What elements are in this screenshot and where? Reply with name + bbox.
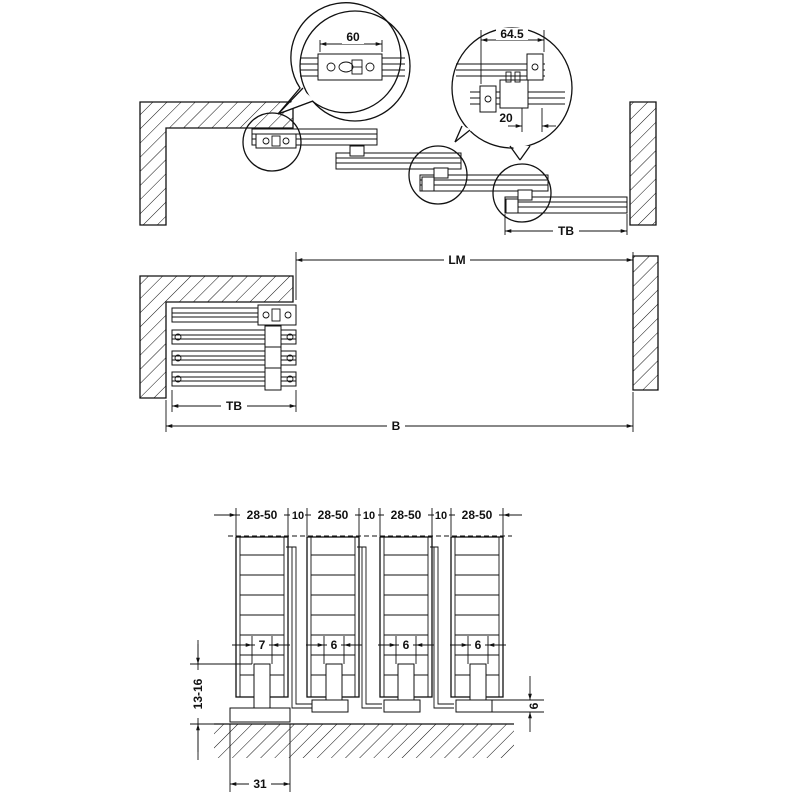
dim-panel-width-3: 28-50 (391, 508, 422, 522)
dim-base-width-label: 31 (253, 777, 267, 791)
detail-circle-a (242, 112, 302, 172)
detail-b-hardware (421, 176, 435, 192)
dim-b: B (165, 392, 634, 433)
callout-bubble-64-5: 64.5 20 (451, 27, 573, 161)
dim-tb-top: TB (504, 214, 628, 238)
dim-panel-width-1: 28-50 (247, 508, 278, 522)
detail-circle-b (408, 145, 468, 205)
section-panel-1 (229, 536, 291, 723)
dim-height-13-16: 13-16 (190, 640, 252, 760)
dim-tb-plan: TB (171, 390, 297, 413)
top-view-extended: 60 (139, 2, 657, 238)
plan-view-parked: LM TB B (139, 252, 659, 433)
detail-c-hardware (505, 198, 519, 214)
dim-offset-3: 6 (403, 638, 410, 652)
dim-height-label: 13-16 (191, 678, 205, 709)
dim-gap-2: 10 (363, 510, 375, 522)
extended-panel-4 (504, 189, 628, 214)
right-wall-hatch (629, 101, 657, 226)
b-label: B (392, 419, 401, 433)
left-wall-hatch-plan (139, 275, 294, 399)
dim-offset-2: 6 (331, 638, 338, 652)
lm-label: LM (448, 253, 465, 267)
dim-60-label: 60 (346, 30, 360, 44)
dim-gap-1: 10 (292, 510, 304, 522)
extended-panel-2 (335, 145, 462, 170)
dim-rail-height-6: 6 (492, 676, 544, 732)
left-wall-hatch (139, 101, 294, 226)
dim-top-row: 28-50 10 28-50 10 28-50 10 28-50 (214, 507, 522, 536)
tb-label-top: TB (558, 224, 574, 238)
section-view: 28-50 10 28-50 10 28-50 10 28-50 7 (190, 507, 544, 792)
dim-lm: LM (295, 252, 634, 300)
dim-offset-4: 6 (475, 638, 482, 652)
dim-base-width-31: 31 (229, 724, 291, 792)
detail-circle-c (492, 163, 552, 223)
section-panel-3 (379, 536, 433, 713)
dim-offset-first: 7 (259, 638, 266, 652)
dim-20-label: 20 (499, 111, 513, 125)
dim-rail-height-label: 6 (527, 702, 541, 709)
dim-64-5-label: 64.5 (500, 27, 524, 41)
callout-bubble-60: 60 (277, 2, 411, 122)
section-panel-2 (306, 536, 360, 713)
detail-a-hardware (255, 133, 297, 149)
right-wall-hatch-plan (632, 255, 659, 391)
section-panel-4 (450, 536, 504, 713)
dim-inner-row: 7 6 6 6 (232, 636, 506, 664)
dim-panel-width-2: 28-50 (318, 508, 349, 522)
parked-panels (171, 304, 297, 391)
dim-panel-width-4: 28-50 (462, 508, 493, 522)
dim-gap-3: 10 (435, 510, 447, 522)
floor-hatch (214, 724, 514, 758)
tb-label-plan: TB (226, 399, 242, 413)
extended-panel-3 (419, 167, 549, 192)
